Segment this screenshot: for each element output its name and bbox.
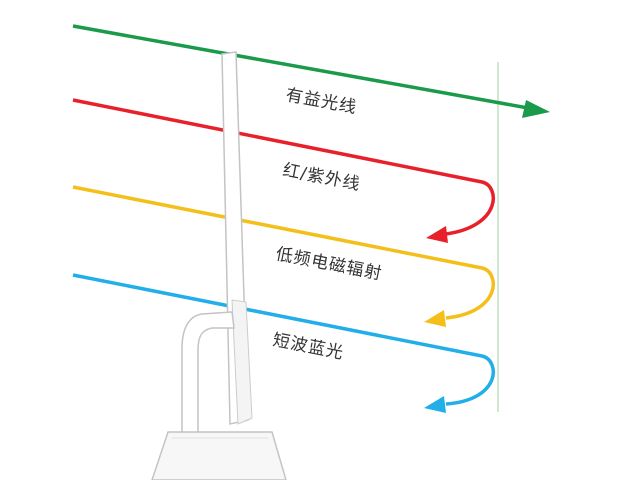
ray-ir-uv [72,98,496,236]
ray-low-frequency-em [72,185,496,320]
ray-short-wave-blue-arrowhead [424,396,446,413]
ray-label-ir-uv: 红/紫外线 [281,160,362,195]
ray-label-low-frequency-em: 低频电磁辐射 [274,244,384,284]
rays-group [72,24,550,413]
ray-beneficial-light [72,24,529,110]
ray-label-beneficial-light: 有益光线 [284,85,358,118]
ray-short-wave-blue [72,273,496,406]
monitor-stand-base [151,431,287,480]
ray-beneficial-light-arrowhead [522,100,550,118]
ray-label-short-wave-blue: 短波蓝光 [271,330,345,363]
monitor-side-view-icon [151,51,287,480]
monitor-stand-arm [181,311,235,453]
ray-low-frequency-em-arrowhead [424,310,446,327]
ray-ir-uv-arrowhead [426,226,448,243]
monitor-back-housing [231,299,253,425]
